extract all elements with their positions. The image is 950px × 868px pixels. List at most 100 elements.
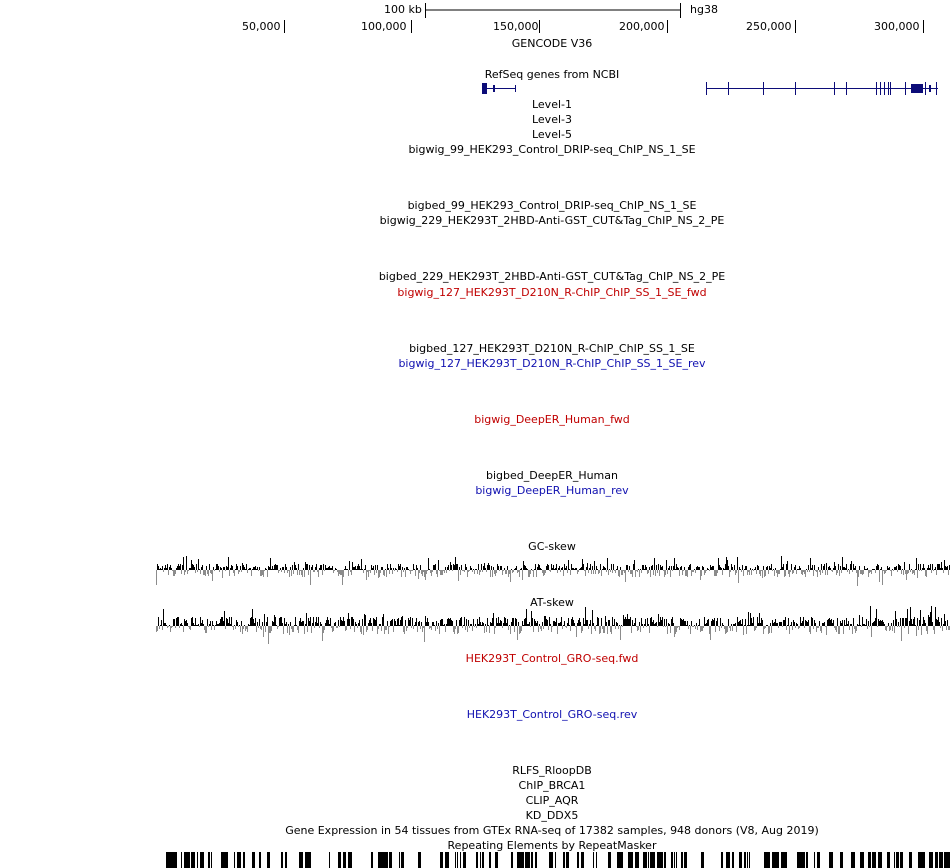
track-label-bigwig-127-fwd[interactable]: bigwig_127_HEK293T_D210N_R-ChIP_ChIP_SS_… — [397, 286, 707, 299]
skew-bar-positive — [766, 625, 767, 626]
track-label-repeatmasker[interactable]: Repeating Elements by RepeatMasker — [447, 839, 657, 852]
skew-bar-positive — [161, 620, 162, 626]
skew-bar-negative — [297, 570, 298, 575]
repeat-element — [305, 852, 309, 868]
skew-bar-positive — [432, 622, 433, 626]
skew-bar-positive — [375, 620, 376, 626]
skew-bar-positive — [627, 565, 628, 570]
track-label-deeper-fwd[interactable]: bigwig_DeepER_Human_fwd — [474, 413, 630, 426]
track-label-bigbed-127[interactable]: bigbed_127_HEK293T_D210N_R-ChIP_ChIP_SS_… — [409, 342, 695, 355]
track-label-at-skew[interactable]: AT-skew — [530, 596, 574, 609]
skew-bar-positive — [944, 614, 945, 626]
skew-bar-positive — [325, 565, 326, 570]
track-label-gencode[interactable]: GENCODE V36 — [511, 37, 593, 50]
skew-bar-positive — [587, 620, 588, 626]
skew-bar-negative — [469, 570, 470, 571]
track-label-gro-fwd[interactable]: HEK293T_Control_GRO-seq.fwd — [465, 652, 639, 665]
skew-bar-negative — [437, 570, 438, 577]
track-label-deeper-bigbed[interactable]: bigbed_DeepER_Human — [485, 469, 618, 482]
skew-bar-negative — [206, 626, 207, 633]
track-label-bigwig-127-rev[interactable]: bigwig_127_HEK293T_D210N_R-ChIP_ChIP_SS_… — [398, 357, 706, 370]
skew-bar-positive — [239, 625, 240, 626]
skew-bar-negative — [636, 626, 637, 627]
skew-bar-positive — [206, 566, 207, 570]
skew-bar-positive — [655, 623, 656, 626]
skew-bar-positive — [553, 565, 554, 570]
skew-bar-negative — [663, 626, 664, 627]
skew-bar-positive — [460, 618, 461, 626]
skew-bar-positive — [407, 567, 408, 570]
scale-bar-label: 100 kb — [384, 3, 422, 16]
skew-bar-positive — [415, 622, 416, 626]
skew-bar-positive — [605, 616, 606, 626]
repeat-element — [343, 852, 346, 868]
track-label-chip-brca1[interactable]: ChIP_BRCA1 — [518, 779, 586, 792]
track-label-clip-aqr[interactable]: CLIP_AQR — [525, 794, 579, 807]
skew-bar-positive — [760, 623, 761, 626]
skew-bar-positive — [193, 623, 194, 626]
track-label-rlfs[interactable]: RLFS_RloopDB — [512, 764, 592, 777]
track-label-kd-ddx5[interactable]: KD_DDX5 — [525, 809, 579, 822]
skew-bar-positive — [213, 567, 214, 570]
track-label-gro-rev[interactable]: HEK293T_Control_GRO-seq.rev — [466, 708, 638, 721]
skew-bar-positive — [851, 624, 852, 626]
skew-bar-negative — [632, 570, 633, 577]
skew-bar-negative — [871, 570, 872, 574]
skew-bar-positive — [864, 566, 865, 570]
track-label-level5[interactable]: Level-5 — [531, 128, 572, 141]
track-label-refseq[interactable]: RefSeq genes from NCBI — [484, 68, 620, 81]
skew-bar-negative — [283, 626, 284, 634]
skew-bar-positive — [569, 625, 570, 626]
track-label-bigwig-229[interactable]: bigwig_229_HEK293T_2HBD-Anti-GST_CUT&Tag… — [379, 214, 725, 227]
skew-bar-positive — [698, 625, 699, 626]
skew-bar-negative — [502, 570, 503, 575]
track-label-bigbed-99[interactable]: bigbed_99_HEK293_Control_DRIP-seq_ChIP_N… — [407, 199, 697, 212]
skew-bar-negative — [279, 570, 280, 571]
skew-bar-positive — [299, 621, 300, 626]
skew-bar-positive — [321, 565, 322, 570]
skew-bar-negative — [271, 626, 272, 631]
skew-bar-positive — [452, 621, 453, 626]
skew-bar-negative — [350, 570, 351, 572]
skew-bar-negative — [782, 626, 783, 627]
skew-bar-positive — [420, 565, 421, 570]
skew-bar-negative — [411, 570, 412, 571]
skew-bar-positive — [340, 617, 341, 626]
gene-exon — [728, 82, 729, 95]
skew-bar-positive — [773, 569, 774, 570]
skew-bar-positive — [240, 566, 241, 570]
skew-bar-positive — [442, 619, 443, 626]
skew-bar-positive — [379, 624, 380, 626]
track-label-level3[interactable]: Level-3 — [531, 113, 572, 126]
repeat-element — [181, 852, 182, 868]
skew-bar-positive — [352, 617, 353, 626]
skew-bar-positive — [525, 566, 526, 570]
skew-bar-negative — [203, 570, 204, 575]
repeat-element — [197, 852, 198, 868]
track-label-deeper-rev[interactable]: bigwig_DeepER_Human_rev — [475, 484, 629, 497]
skew-bar-negative — [319, 626, 320, 628]
repeat-element — [566, 852, 569, 868]
track-label-gc-skew[interactable]: GC-skew — [528, 540, 576, 553]
skew-bar-negative — [157, 626, 158, 631]
skew-bar-negative — [836, 570, 837, 575]
skew-bar-positive — [454, 565, 455, 570]
track-label-level1[interactable]: Level-1 — [531, 98, 572, 111]
skew-bar-negative — [394, 570, 395, 571]
skew-bar-negative — [650, 570, 651, 577]
skew-bar-negative — [260, 626, 261, 629]
skew-bar-negative — [903, 570, 904, 575]
skew-bar-positive — [909, 564, 910, 570]
skew-bar-positive — [234, 625, 235, 626]
skew-bar-negative — [593, 570, 594, 574]
skew-bar-positive — [478, 624, 479, 626]
skew-bar-positive — [892, 569, 893, 570]
skew-bar-positive — [790, 625, 791, 626]
skew-bar-negative — [831, 570, 832, 571]
track-label-bigwig-99[interactable]: bigwig_99_HEK293_Control_DRIP-seq_ChIP_N… — [408, 143, 696, 156]
track-label-bigbed-229[interactable]: bigbed_229_HEK293T_2HBD-Anti-GST_CUT&Tag… — [378, 270, 726, 283]
repeat-element — [617, 852, 620, 868]
track-label-gtex[interactable]: Gene Expression in 54 tissues from GTEx … — [285, 824, 819, 837]
